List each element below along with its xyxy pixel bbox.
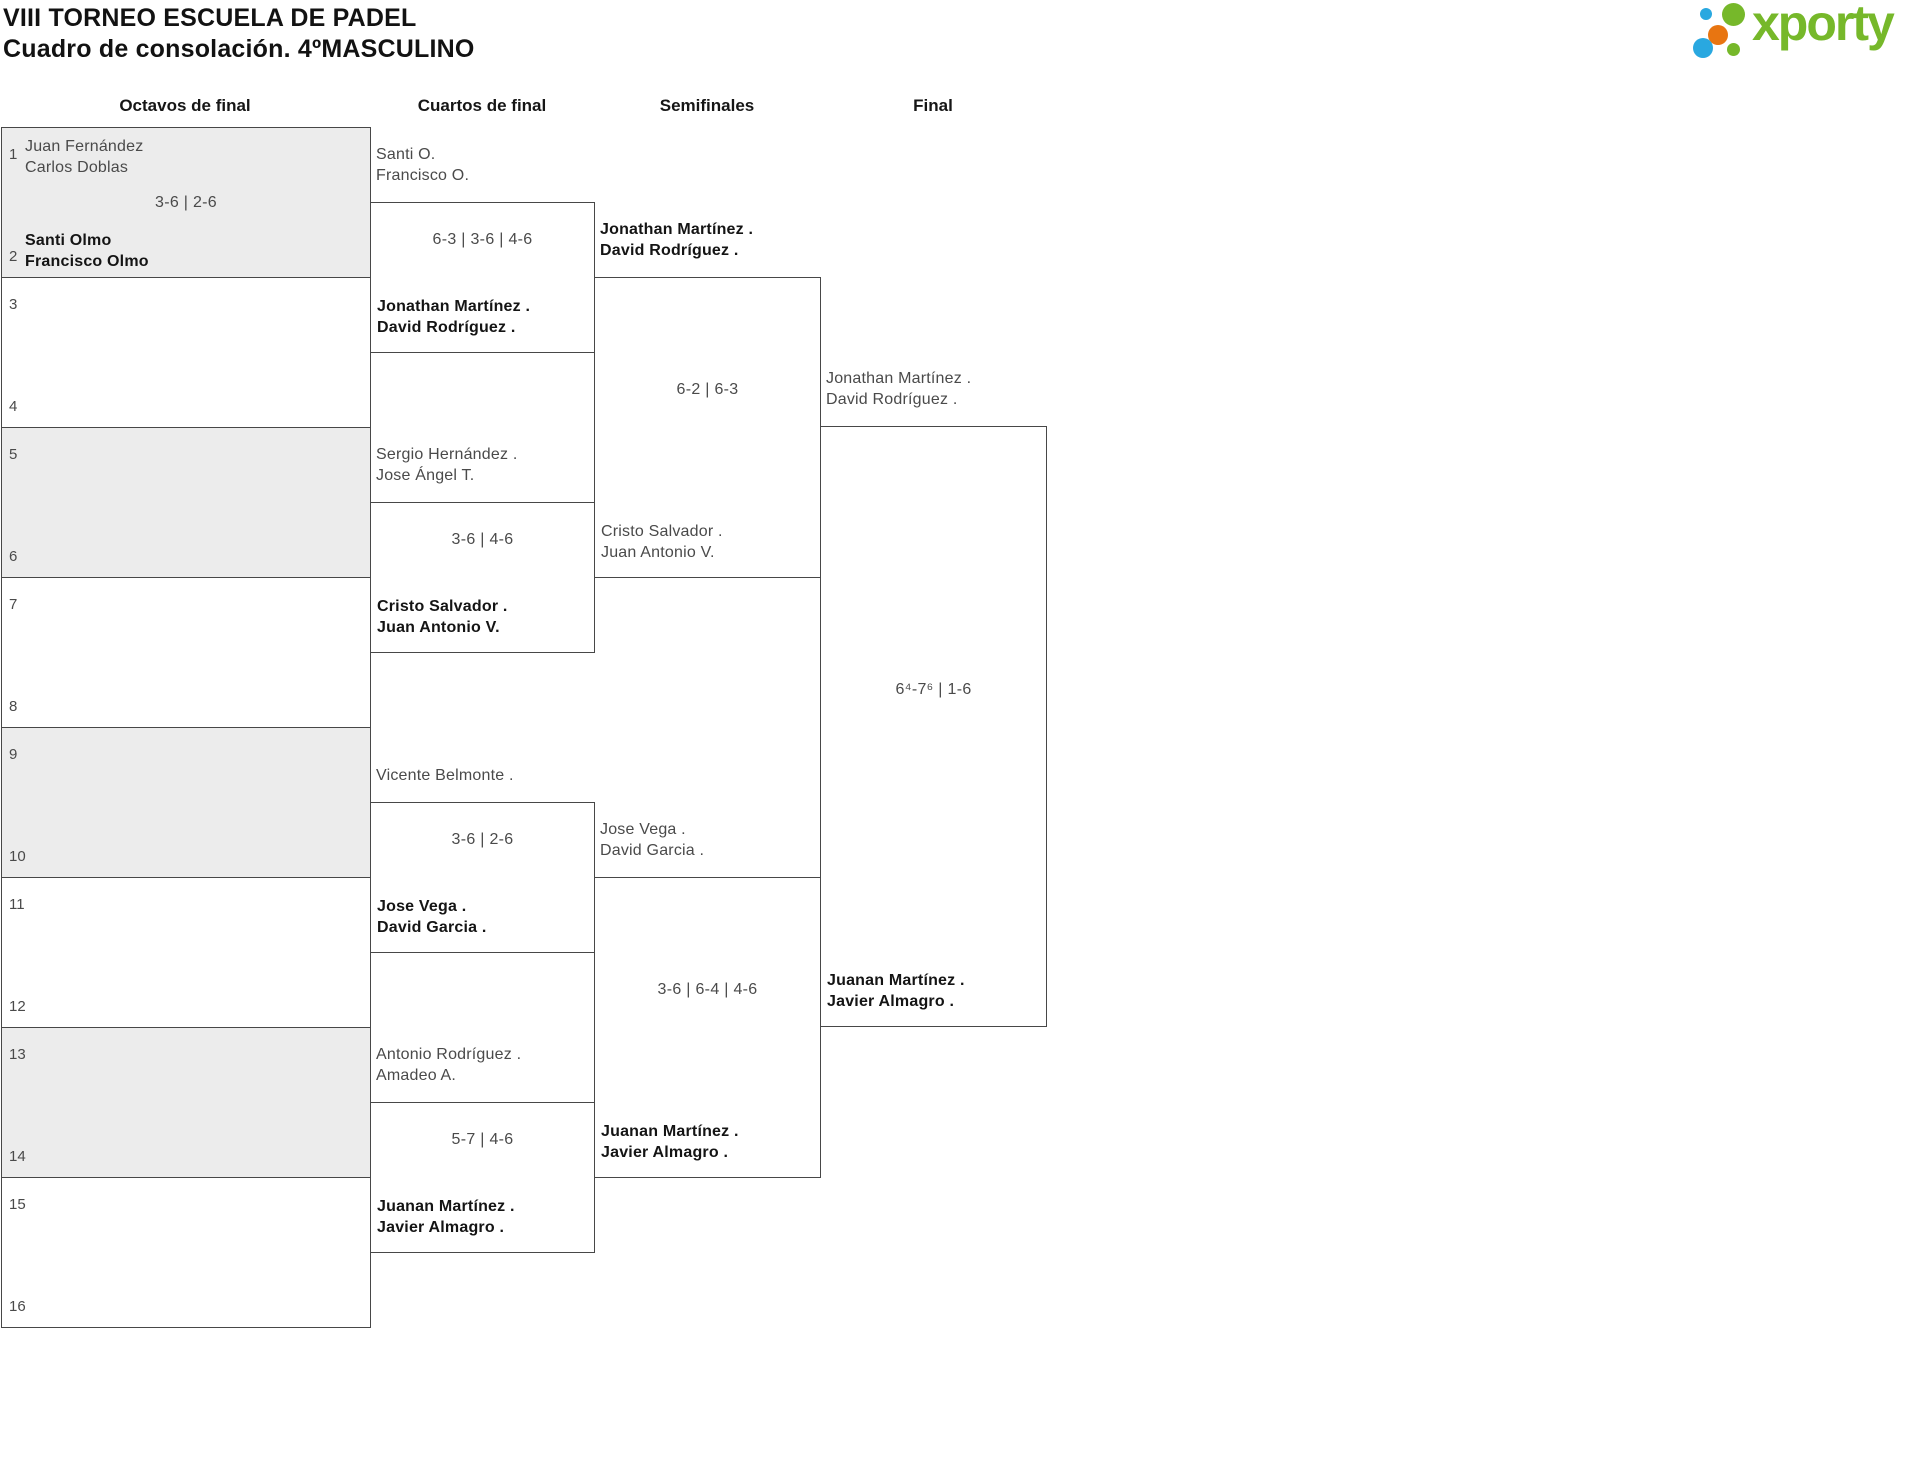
slot-number-14: 14	[9, 1148, 26, 1165]
match-score-semifinal-1: 6-2 | 6-3	[676, 381, 739, 398]
team-name-semifinal1-bottom: Cristo Salvador . Juan Antonio V.	[601, 523, 723, 561]
team-name-cuartos2-top: Sergio Hernández . Jose Ángel T.	[376, 446, 518, 484]
match-box-octavos-2: 3 4	[1, 277, 371, 428]
logo-dot-orange-icon	[1708, 25, 1728, 45]
team-name-cuartos4-top: Antonio Rodríguez . Amadeo A.	[376, 1046, 522, 1084]
match-score-octavos-1: 3-6 | 2-6	[155, 194, 217, 211]
slot-number-11: 11	[9, 896, 25, 913]
match-score-final: 6⁴-7⁶ | 1-6	[895, 681, 972, 698]
match-box-cuartos-4: 5-7 | 4-6 Juanan Martínez . Javier Almag…	[370, 1102, 595, 1253]
slot-number-6: 6	[9, 548, 18, 565]
match-box-octavos-1: 1 2 Juan Fernández Carlos Doblas 3-6 | 2…	[1, 127, 371, 278]
logo-dot-blue-large-icon	[1693, 38, 1713, 58]
team-name-semifinal1-top: Jonathan Martínez . David Rodríguez .	[600, 221, 754, 259]
slot-number-7: 7	[9, 596, 18, 613]
team-name-octavos1-bottom: Santi Olmo Francisco Olmo	[25, 232, 149, 270]
team-name-final-bottom: Juanan Martínez . Javier Almagro .	[827, 972, 965, 1010]
match-box-octavos-7: 13 14	[1, 1027, 371, 1178]
match-score-cuartos-3: 3-6 | 2-6	[451, 831, 514, 848]
slot-number-4: 4	[9, 398, 18, 415]
match-box-final: 6⁴-7⁶ | 1-6 Juanan Martínez . Javier Alm…	[820, 426, 1047, 1027]
match-box-octavos-8: 15 16	[1, 1177, 371, 1328]
xporty-logo[interactable]: xporty	[1688, 0, 1916, 64]
team-name-cuartos4-bottom: Juanan Martínez . Javier Almagro .	[377, 1198, 515, 1236]
match-box-cuartos-1: 6-3 | 3-6 | 4-6 Jonathan Martínez . Davi…	[370, 202, 595, 353]
match-box-semifinal-2: 3-6 | 6-4 | 4-6 Juanan Martínez . Javier…	[594, 877, 821, 1178]
team-name-cuartos1-top: Santi O. Francisco O.	[376, 146, 470, 184]
match-score-semifinal-2: 3-6 | 6-4 | 4-6	[657, 981, 758, 998]
team-name-final-top: Jonathan Martínez . David Rodríguez .	[826, 370, 972, 408]
team-name-cuartos3-top: Vicente Belmonte .	[376, 767, 514, 784]
slot-number-15: 15	[9, 1196, 26, 1213]
round-header-final: Final	[913, 96, 953, 115]
logo-dot-green-large-icon	[1722, 3, 1745, 26]
match-box-octavos-3: 5 6	[1, 427, 371, 578]
team-name-cuartos3-bottom: Jose Vega . David Garcia .	[377, 898, 487, 936]
page-title-block: VIII TORNEO ESCUELA DE PADEL Cuadro de c…	[3, 3, 475, 65]
slot-number-5: 5	[9, 446, 18, 463]
slot-number-3: 3	[9, 296, 18, 313]
round-header-octavos: Octavos de final	[119, 96, 251, 115]
page-subtitle: Cuadro de consolación. 4ºMASCULINO	[3, 35, 475, 63]
slot-number-12: 12	[9, 998, 26, 1015]
team-name-semifinal2-bottom: Juanan Martínez . Javier Almagro .	[601, 1123, 739, 1161]
match-score-cuartos-4: 5-7 | 4-6	[451, 1131, 514, 1148]
round-header-semifinales: Semifinales	[659, 96, 755, 115]
match-score-cuartos-1: 6-3 | 3-6 | 4-6	[432, 231, 533, 248]
logo-dot-blue-small-icon	[1700, 8, 1712, 20]
match-box-octavos-6: 11 12	[1, 877, 371, 1028]
match-box-cuartos-3: 3-6 | 2-6 Jose Vega . David Garcia .	[370, 802, 595, 953]
team-name-cuartos1-bottom: Jonathan Martínez . David Rodríguez .	[377, 298, 531, 336]
team-name-octavos1-top: Juan Fernández Carlos Doblas	[25, 138, 144, 176]
slot-number-8: 8	[9, 698, 18, 715]
round-header-cuartos: Cuartos de final	[417, 96, 547, 115]
page-title: VIII TORNEO ESCUELA DE PADEL	[3, 4, 417, 32]
slot-number-13: 13	[9, 1046, 26, 1063]
match-box-cuartos-2: 3-6 | 4-6 Cristo Salvador . Juan Antonio…	[370, 502, 595, 653]
xporty-logo-text: xporty	[1752, 0, 1895, 51]
slot-number-2: 2	[9, 248, 18, 265]
slot-number-9: 9	[9, 746, 18, 763]
match-box-octavos-5: 9 10	[1, 727, 371, 878]
team-name-semifinal2-top: Jose Vega . David Garcia .	[600, 821, 705, 859]
team-name-cuartos2-bottom: Cristo Salvador . Juan Antonio V.	[377, 598, 508, 636]
slot-number-1: 1	[9, 146, 18, 163]
match-score-cuartos-2: 3-6 | 4-6	[451, 531, 514, 548]
slot-number-10: 10	[9, 848, 26, 865]
slot-number-16: 16	[9, 1298, 26, 1315]
match-box-octavos-4: 7 8	[1, 577, 371, 728]
logo-dot-green-small-icon	[1727, 43, 1740, 56]
match-box-semifinal-1: 6-2 | 6-3 Cristo Salvador . Juan Antonio…	[594, 277, 821, 578]
